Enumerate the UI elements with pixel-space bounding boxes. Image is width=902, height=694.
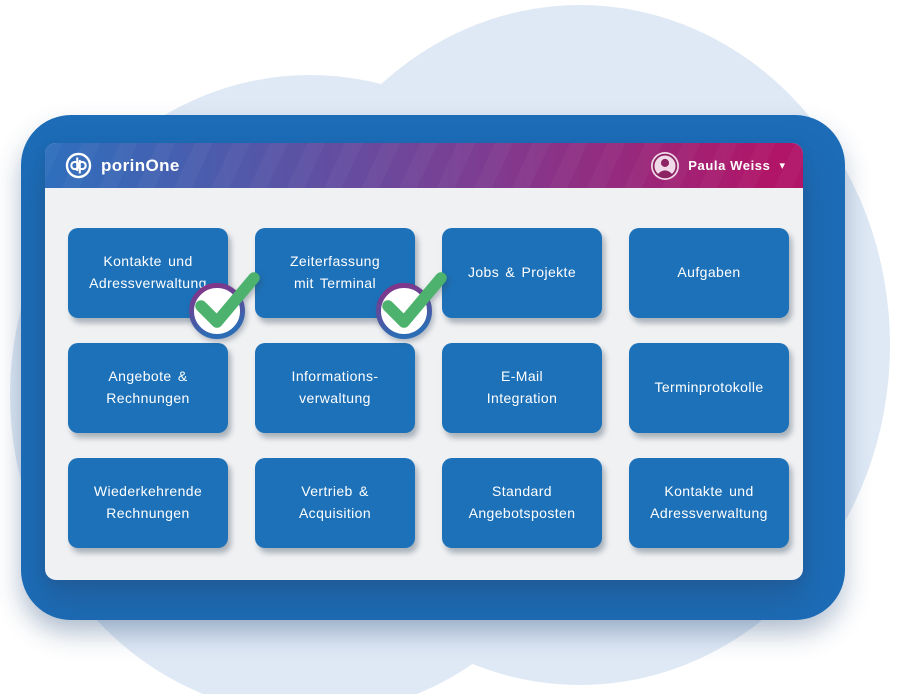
tile-zeiterfassung-terminal[interactable]: Zeiterfassung mit Terminal — [255, 228, 415, 318]
tile-label: Zeiterfassung mit Terminal — [289, 253, 381, 291]
tile-wrap: Aufgaben — [629, 228, 789, 318]
tile-standard-angebotsposten[interactable]: Standard Angebotsposten — [442, 458, 602, 548]
brand: porinOne — [65, 152, 180, 179]
tile-wrap: Jobs & Projekte — [442, 228, 602, 318]
tile-wrap: E-Mail Integration — [442, 343, 602, 433]
user-avatar-icon — [651, 151, 680, 180]
tile-label: Aufgaben — [677, 264, 741, 281]
brand-name: porinOne — [101, 155, 180, 175]
tile-grid: Kontakte und Adressverwaltung — [45, 188, 803, 548]
tile-email-integration[interactable]: E-Mail Integration — [442, 343, 602, 433]
tile-label: Wiederkehrende Rechnungen — [93, 483, 203, 521]
tile-label: E-Mail Integration — [486, 368, 558, 406]
brand-logo-icon — [65, 152, 92, 179]
tile-jobs-projekte[interactable]: Jobs & Projekte — [442, 228, 602, 318]
tile-angebote-rechnungen[interactable]: Angebote & Rechnungen — [68, 343, 228, 433]
chevron-down-icon: ▾ — [779, 159, 785, 172]
tile-wrap: Vertrieb & Acquisition — [255, 458, 415, 548]
tile-label: Jobs & Projekte — [467, 264, 577, 281]
tile-wrap: Wiederkehrende Rechnungen — [68, 458, 228, 548]
tile-wiederkehrende-rechnungen[interactable]: Wiederkehrende Rechnungen — [68, 458, 228, 548]
tile-terminprotokolle[interactable]: Terminprotokolle — [629, 343, 789, 433]
user-name: Paula Weiss — [688, 158, 771, 173]
tile-aufgaben[interactable]: Aufgaben — [629, 228, 789, 318]
tile-kontakte-adressverwaltung-2[interactable]: Kontakte und Adressverwaltung — [629, 458, 789, 548]
tile-wrap: Kontakte und Adressverwaltung — [68, 228, 260, 339]
tile-label: Informations- verwaltung — [291, 368, 379, 406]
tile-wrap: Angebote & Rechnungen — [68, 343, 228, 433]
tile-informationsverwaltung[interactable]: Informations- verwaltung — [255, 343, 415, 433]
tile-wrap: Zeiterfassung mit Terminal — [255, 228, 447, 339]
tile-label: Vertrieb & Acquisition — [298, 483, 372, 521]
tile-label: Kontakte und Adressverwaltung — [89, 253, 207, 291]
app-window: porinOne Paula Weiss ▾ Kontakte — [45, 143, 803, 580]
tile-label: Angebote & Rechnungen — [106, 368, 190, 406]
tile-kontakte-adressverwaltung-1[interactable]: Kontakte und Adressverwaltung — [68, 228, 228, 318]
tile-wrap: Terminprotokolle — [629, 343, 789, 433]
tile-label: Terminprotokolle — [654, 379, 764, 396]
tile-label: Standard Angebotsposten — [468, 483, 576, 521]
tile-label: Kontakte und Adressverwaltung — [650, 483, 768, 521]
tile-wrap: Standard Angebotsposten — [442, 458, 602, 548]
tile-wrap: Informations- verwaltung — [255, 343, 415, 433]
user-menu[interactable]: Paula Weiss ▾ — [651, 151, 785, 180]
tile-vertrieb-acquisition[interactable]: Vertrieb & Acquisition — [255, 458, 415, 548]
tile-wrap: Kontakte und Adressverwaltung — [629, 458, 789, 548]
app-header: porinOne Paula Weiss ▾ — [45, 143, 803, 188]
